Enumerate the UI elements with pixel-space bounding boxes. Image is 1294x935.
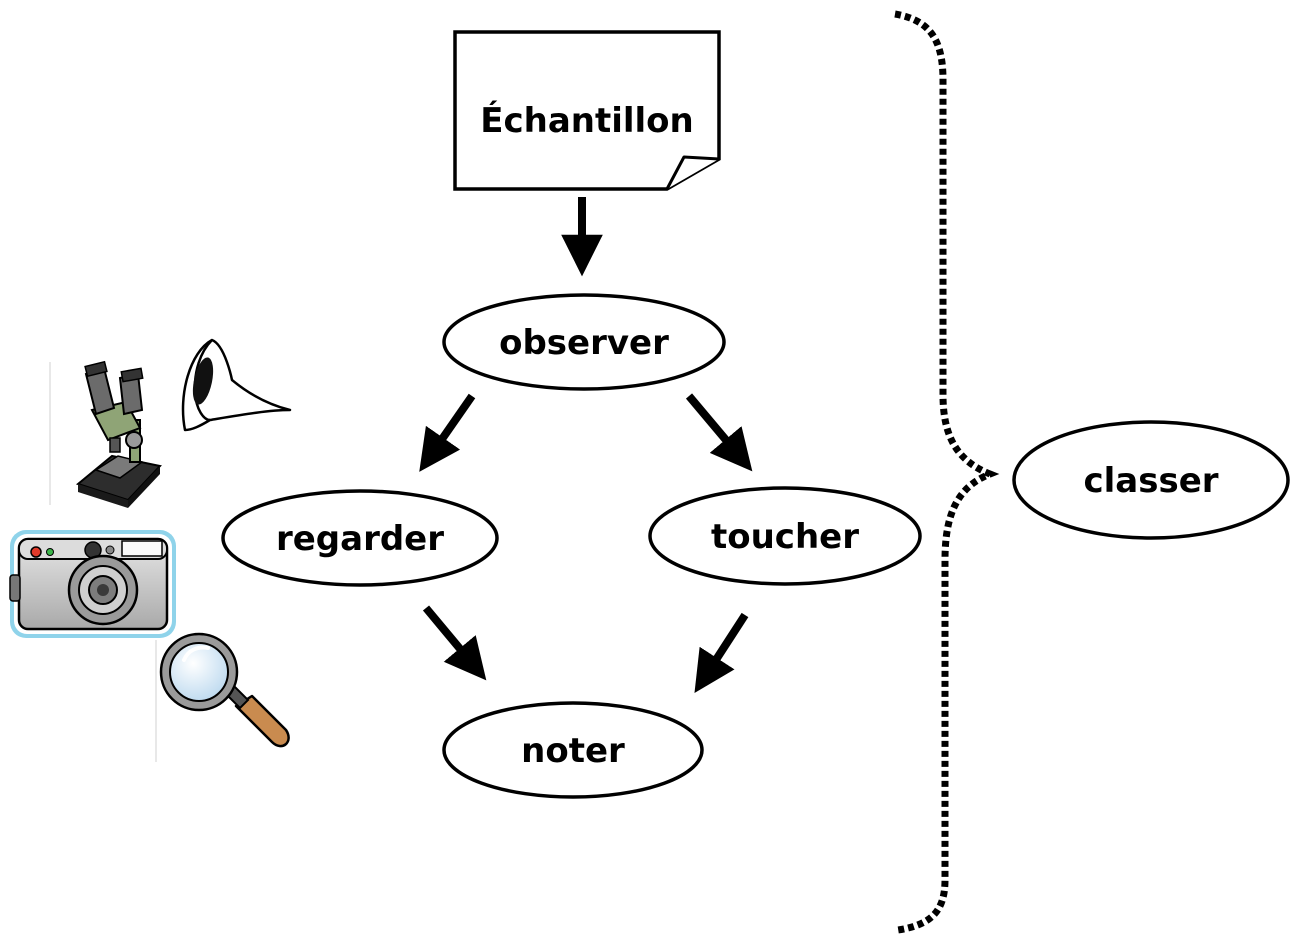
observe-label: observer [499, 323, 669, 363]
arrow-touch-to-note [694, 612, 749, 693]
node-classify: classer [1012, 420, 1290, 540]
look-label: regarder [276, 519, 444, 559]
sample-box: Échantillon [453, 30, 721, 191]
touch-label: toucher [711, 517, 859, 557]
note-label: noter [521, 731, 625, 771]
node-touch: toucher [648, 486, 922, 586]
arrow-observe-to-look [419, 393, 476, 472]
arrow-look-to-note [422, 605, 487, 681]
sample-label: Échantillon [480, 100, 694, 141]
grouping-brace [894, 10, 1000, 934]
node-look: regarder [221, 489, 499, 587]
classify-label: classer [1083, 461, 1218, 501]
eye-icon [181, 338, 292, 432]
arrow-observe-to-touch [685, 393, 753, 472]
arrows [419, 197, 753, 693]
camera-icon [9, 530, 176, 638]
node-observe: observer [442, 293, 726, 391]
microscope-icon [75, 360, 162, 508]
magnifying-glass-icon [159, 632, 290, 748]
node-note: noter [442, 701, 704, 799]
